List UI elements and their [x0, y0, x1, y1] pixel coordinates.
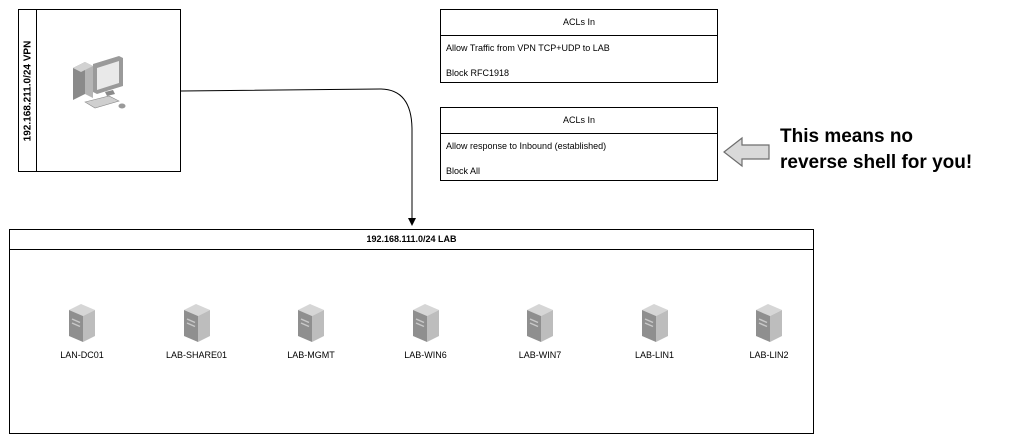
acl-lab-rule-1: Allow response to Inbound (established)	[446, 141, 607, 151]
acl-lab-rule-2: Block All	[446, 166, 481, 176]
server-icon	[298, 304, 324, 342]
callout-line-1: This means no	[780, 126, 914, 147]
acl-lab-title: ACLs In	[441, 108, 717, 134]
callout-line-2: reverse shell for you!	[780, 152, 973, 173]
server-node: LAB-WIN6	[371, 302, 481, 372]
server-node: LAB-SHARE01	[142, 302, 252, 372]
lab-network-label: 192.168.111.0/24 LAB	[10, 230, 813, 250]
server-node: LAB-LIN1	[600, 302, 710, 372]
lab-network-container: 192.168.111.0/24 LAB LAN-DC01 LAB-SHARE01…	[9, 229, 814, 434]
acl-vpn-rule-2: Block RFC1918	[446, 68, 510, 78]
server-label: LAB-LIN1	[634, 350, 675, 360]
server-icon	[412, 304, 439, 342]
vpn-network-container: 192.168.211.0/24 VPN	[18, 9, 181, 172]
vpn-label-strip: 192.168.211.0/24 VPN	[19, 10, 37, 171]
server-node: LAB-MGMT	[256, 302, 366, 372]
acl-vpn-rule-1: Allow Traffic from VPN TCP+UDP to LAB	[446, 43, 610, 53]
server-node: LAN-DC01	[27, 302, 137, 372]
server-label: LAB-WIN7	[518, 350, 562, 360]
server-label: LAB-MGMT	[287, 350, 335, 360]
server-node: LAB-WIN7	[485, 302, 595, 372]
server-icon	[527, 304, 553, 342]
server-label: LAB-SHARE01	[165, 350, 228, 360]
server-node: LAB-LIN2	[714, 302, 824, 372]
server-icon	[756, 304, 782, 342]
callout-note: This means no reverse shell for you!	[780, 124, 1008, 176]
server-icon	[183, 304, 210, 342]
left-arrow-icon	[723, 136, 770, 168]
server-icon	[69, 304, 95, 342]
acl-lab-inbound-table: ACLs In Allow response to Inbound (estab…	[440, 107, 718, 181]
acl-vpn-title: ACLs In	[441, 10, 717, 36]
server-label: LAN-DC01	[60, 350, 104, 360]
server-icon	[641, 304, 668, 342]
workstation-icon	[69, 54, 131, 114]
vpn-network-label: 192.168.211.0/24 VPN	[22, 40, 34, 142]
server-label: LAB-WIN6	[404, 350, 447, 360]
acl-vpn-inbound-table: ACLs In Allow Traffic from VPN TCP+UDP t…	[440, 9, 718, 83]
server-label: LAB-LIN2	[749, 350, 789, 360]
